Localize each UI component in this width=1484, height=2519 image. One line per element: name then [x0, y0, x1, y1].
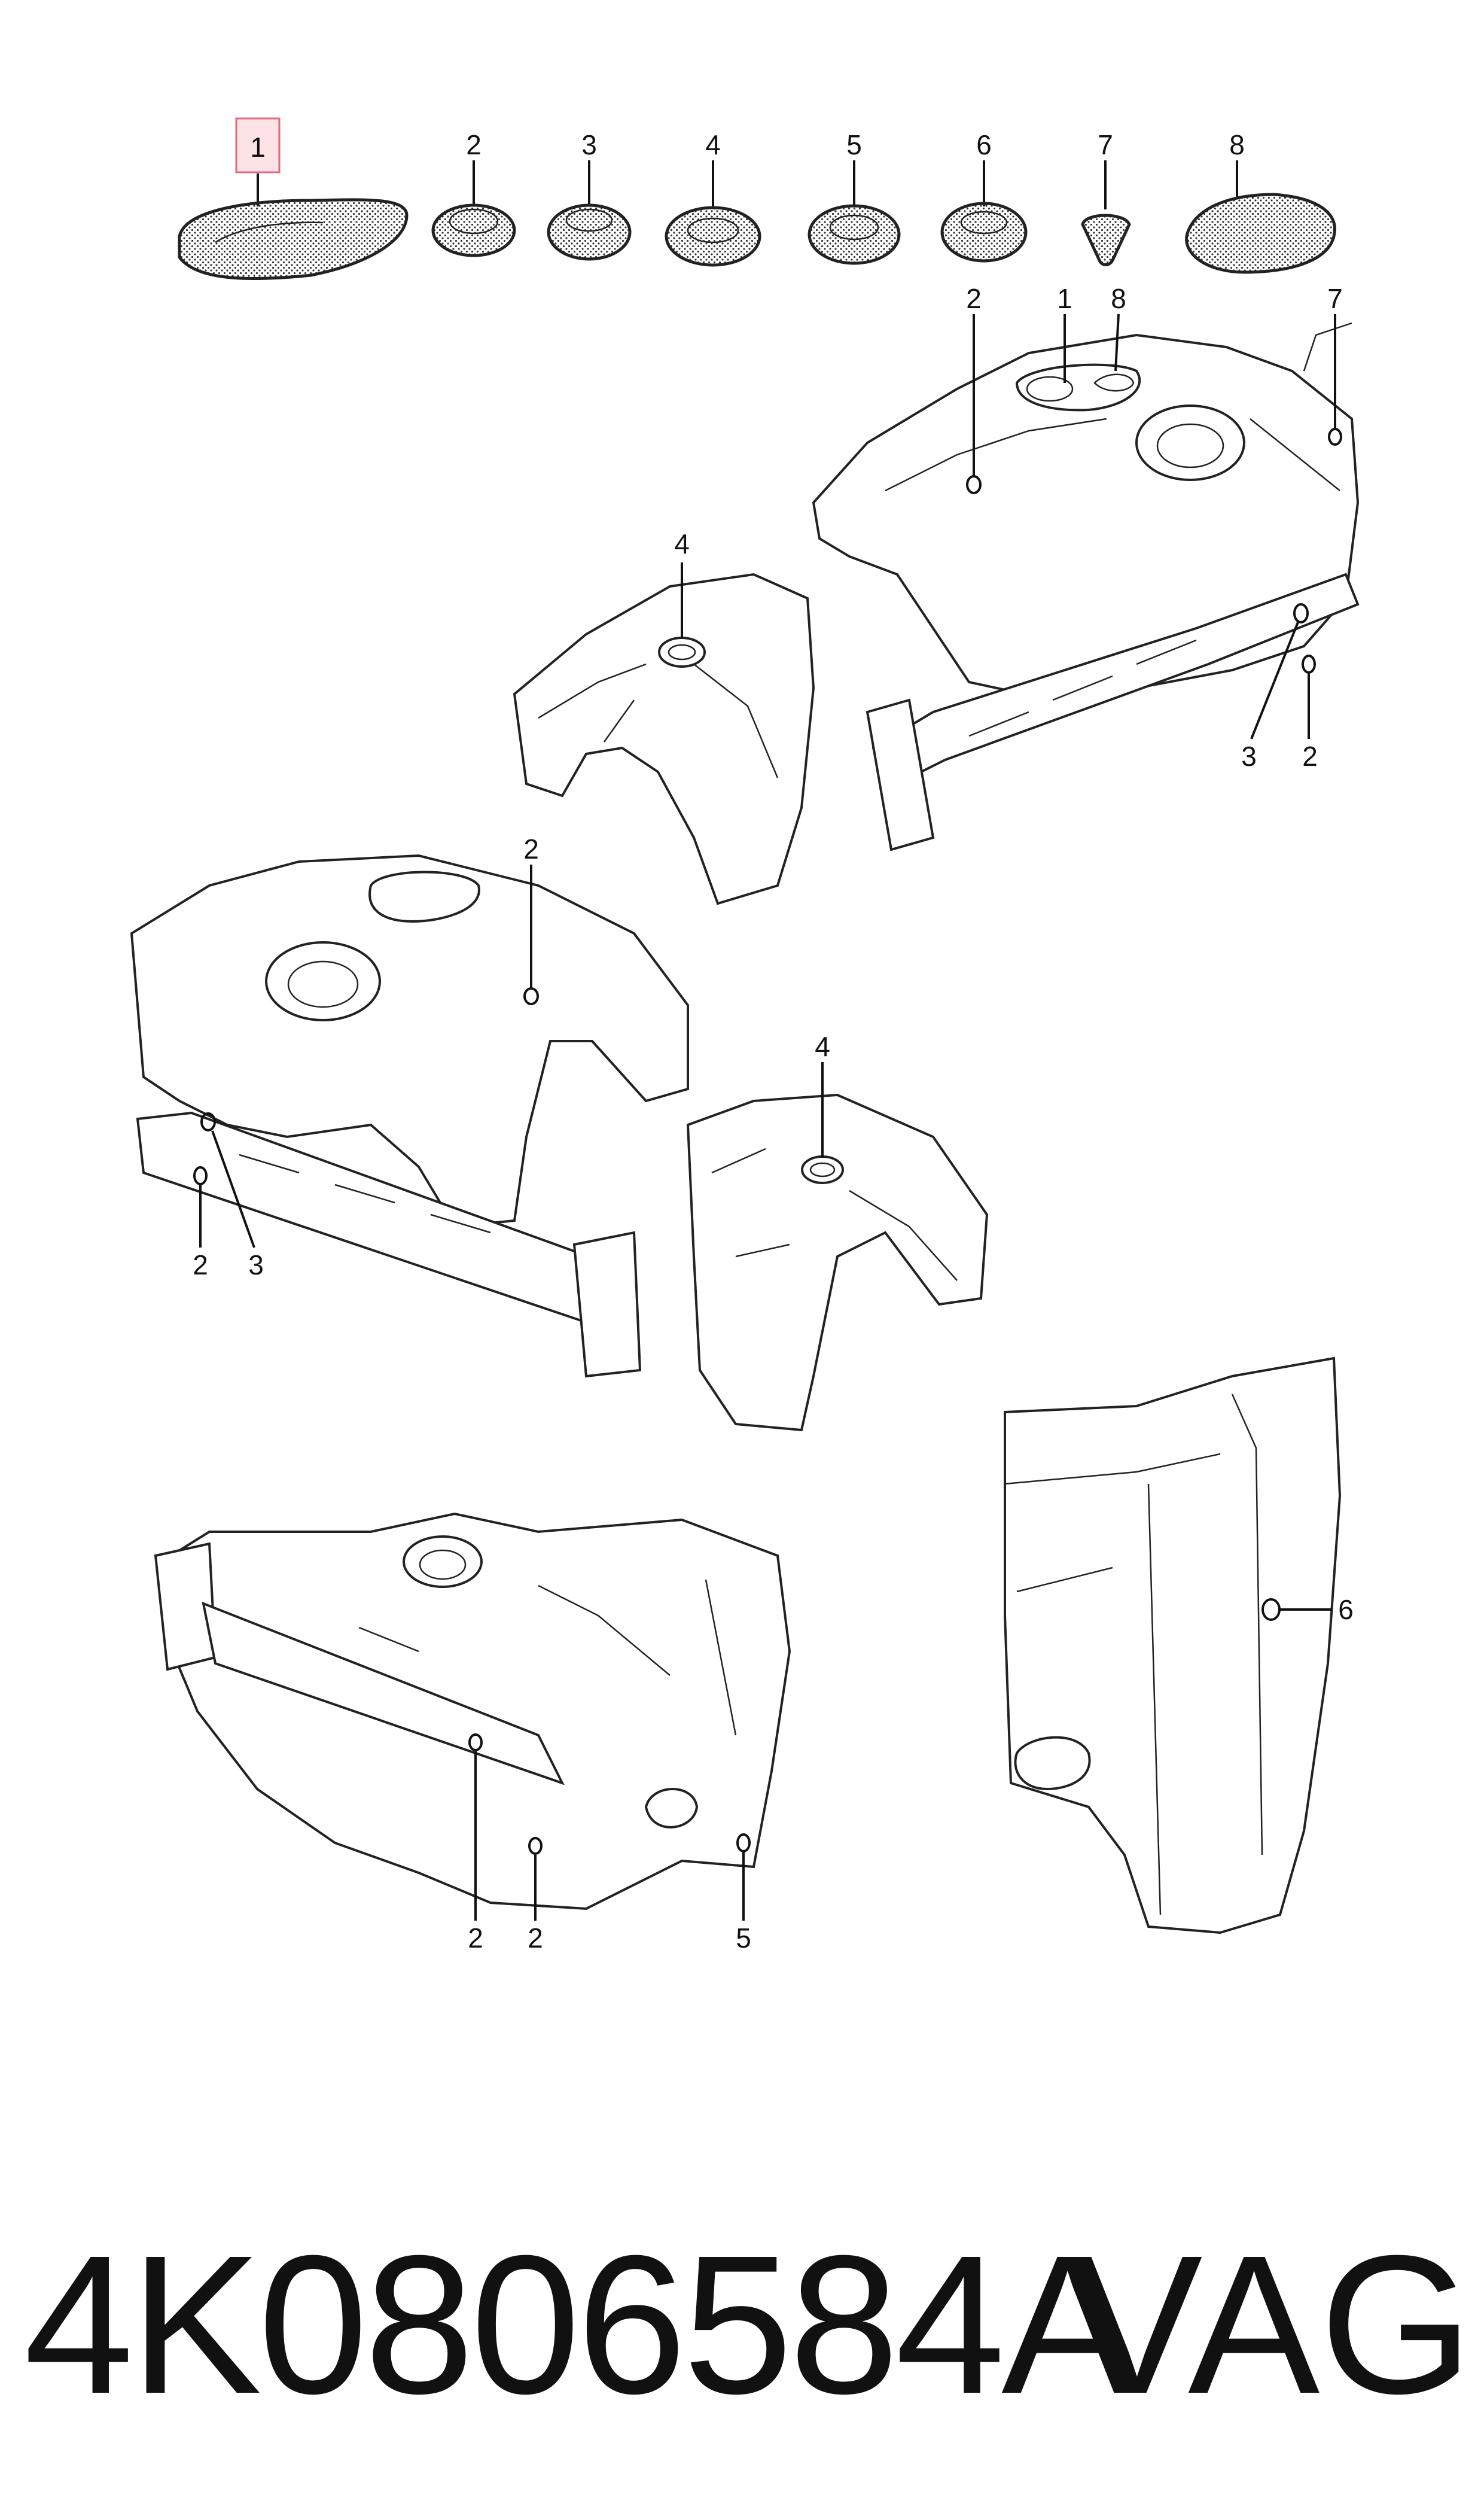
- brand-label: VAG: [1071, 2214, 1473, 2435]
- view6-callout-6[interactable]: 6: [1338, 1594, 1354, 1625]
- view1-callout-8[interactable]: 8: [1111, 283, 1126, 314]
- callout-8[interactable]: 8: [1229, 129, 1245, 160]
- part-8-plug-shaped[interactable]: [1185, 193, 1336, 274]
- view-4: 4: [686, 1031, 989, 1432]
- view1-callout-2[interactable]: 2: [966, 283, 982, 314]
- callout-2[interactable]: 2: [466, 129, 482, 160]
- callout-1[interactable]: 1: [250, 132, 266, 163]
- view-1: 2 1 8 7 3 2: [812, 283, 1360, 851]
- view1-callout-3[interactable]: 3: [1241, 741, 1257, 772]
- view5-callout-2b[interactable]: 2: [528, 1922, 543, 1954]
- view4-callout-4[interactable]: 4: [815, 1031, 830, 1062]
- part-7-plug-conical[interactable]: [1081, 214, 1131, 266]
- callout-3[interactable]: 3: [581, 129, 597, 160]
- view1-callout-7[interactable]: 7: [1327, 283, 1343, 314]
- view1-callout-1[interactable]: 1: [1057, 283, 1072, 314]
- part-4-plug[interactable]: [665, 206, 761, 267]
- view3-callout-2[interactable]: 2: [523, 833, 539, 865]
- view3-callout-3[interactable]: 3: [248, 1249, 264, 1280]
- view-3: 2 3 2: [130, 833, 689, 1378]
- callout-7[interactable]: 7: [1098, 129, 1113, 160]
- view-5: 2 2 5: [154, 1512, 791, 1954]
- callout-5[interactable]: 5: [846, 129, 862, 160]
- part-3-plug[interactable]: [547, 203, 632, 261]
- view-6: 6: [1004, 1356, 1354, 1934]
- view1-callout-2b[interactable]: 2: [1302, 741, 1318, 772]
- callout-6[interactable]: 6: [976, 129, 992, 160]
- selected-callout-box[interactable]: [235, 117, 281, 174]
- part-number: 4K0806584A: [24, 2214, 1133, 2435]
- callout-4[interactable]: 4: [705, 129, 721, 160]
- part-2-plug[interactable]: [431, 203, 516, 257]
- view-2: 4: [513, 528, 815, 905]
- view5-callout-2a[interactable]: 2: [468, 1922, 483, 1954]
- view3-callout-2b[interactable]: 2: [193, 1249, 208, 1280]
- part-5-plug[interactable]: [807, 204, 901, 265]
- view5-callout-5[interactable]: 5: [736, 1922, 751, 1954]
- view2-callout-4[interactable]: 4: [674, 528, 690, 559]
- part-row: 1 2 3 4 5 6 7 8: [178, 117, 1336, 281]
- part-1-plug-large-oval[interactable]: [178, 198, 409, 281]
